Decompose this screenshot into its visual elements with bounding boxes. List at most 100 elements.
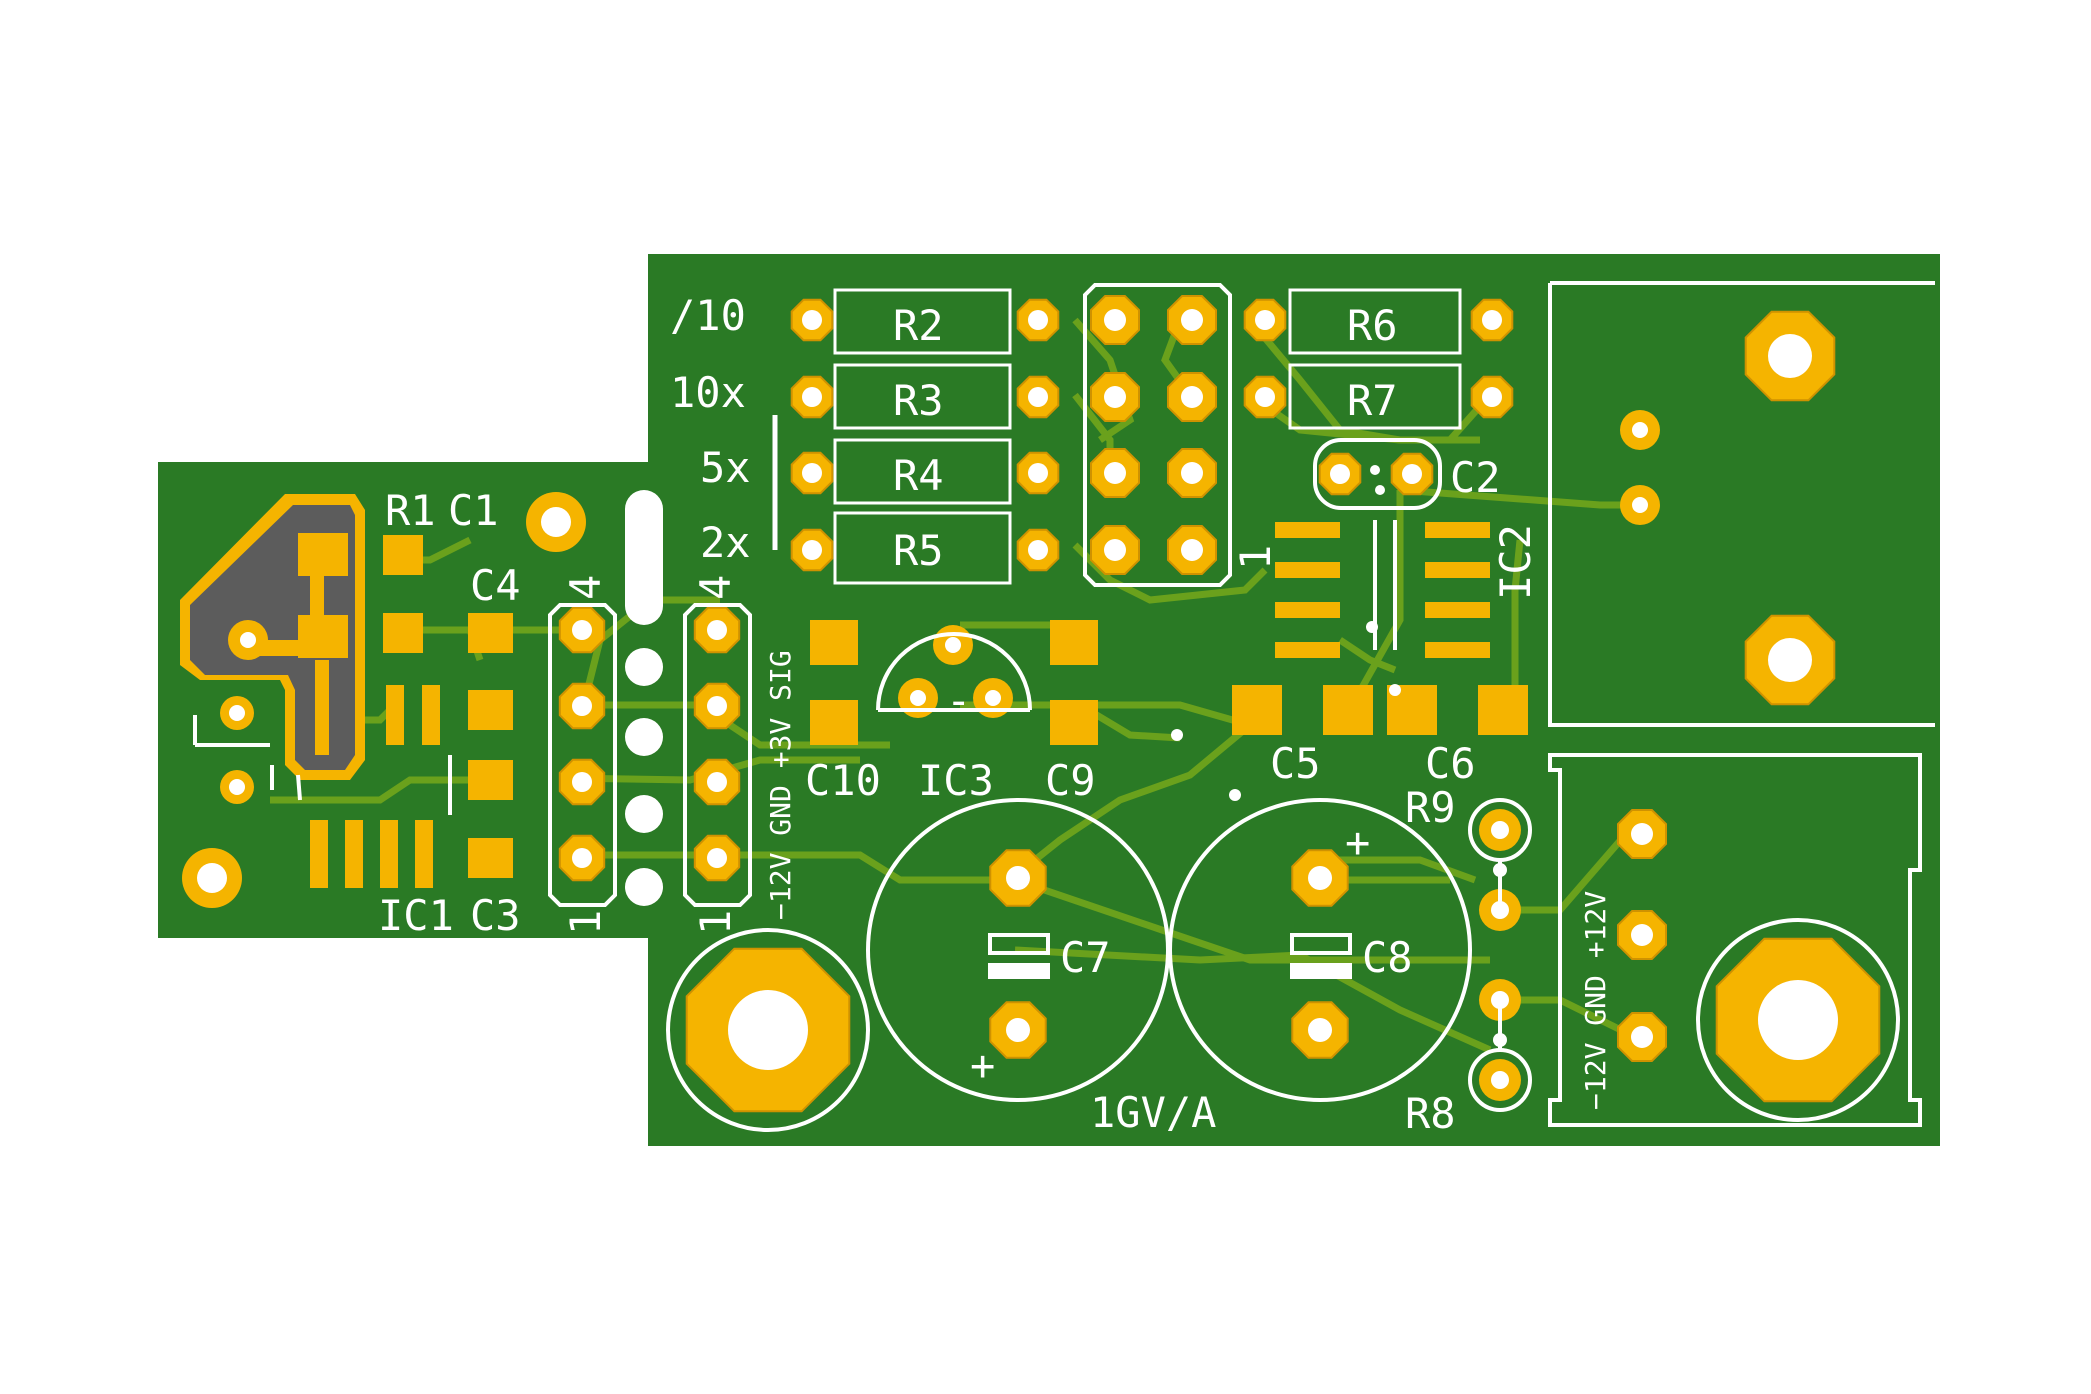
label-c7: C7	[1060, 933, 1111, 982]
smd-pad	[468, 613, 513, 653]
drill-hole	[197, 863, 227, 893]
drill-hole	[572, 772, 592, 792]
drill-hole	[1631, 924, 1653, 946]
ic-pin	[310, 820, 328, 888]
drill-hole	[541, 507, 571, 537]
drill-hole	[229, 705, 245, 721]
label-ic1: IC1	[378, 891, 454, 940]
drill-hole	[707, 848, 727, 868]
label-c10: C10	[805, 756, 881, 805]
drill-hole	[1768, 334, 1812, 378]
drill-hole	[1028, 540, 1048, 560]
silkscreen-text: R1 C1 C4 4 4 1 1 −12V GND +3V SIG IC1 C3…	[378, 291, 1612, 1138]
drill-hole	[802, 387, 822, 407]
smd-pad	[468, 760, 513, 800]
drill-hole	[572, 620, 592, 640]
drill-hole	[1631, 1026, 1653, 1048]
label-ic3: IC3	[918, 756, 994, 805]
label-r6: R6	[1347, 301, 1398, 350]
label-c6: C6	[1425, 739, 1476, 788]
drill-hole	[1028, 310, 1048, 330]
smd-pad	[468, 690, 513, 730]
drill-hole	[1632, 497, 1648, 513]
label-pin1-left: 1	[561, 910, 610, 935]
label-ic3-minus: -	[946, 676, 971, 725]
label-ic2-pin1: 1	[1231, 545, 1280, 570]
drill-hole	[1104, 539, 1126, 561]
label-r3: R3	[893, 376, 944, 425]
drill-hole	[1006, 866, 1030, 890]
smd-pad	[1050, 620, 1098, 665]
drill-hole	[1308, 1018, 1332, 1042]
ic-pin	[1275, 522, 1340, 538]
drill-hole	[802, 540, 822, 560]
drill-hole	[1181, 386, 1203, 408]
drill-hole	[1006, 1018, 1030, 1042]
drill-hole	[707, 620, 727, 640]
smd-pad	[810, 620, 858, 665]
ic-pin	[415, 820, 433, 888]
label-5x: 5x	[700, 443, 751, 492]
drill-hole	[572, 696, 592, 716]
label-ic2: IC2	[1491, 524, 1540, 600]
label-r8: R8	[1405, 1089, 1456, 1138]
smd-pad	[383, 535, 423, 575]
label-r2: R2	[893, 301, 944, 350]
smd-pad	[1232, 685, 1282, 735]
label-r5: R5	[893, 526, 944, 575]
drill-hole	[1402, 464, 1422, 484]
smd-pad	[468, 838, 513, 878]
drill-hole	[229, 779, 245, 795]
drill-hole	[1768, 638, 1812, 682]
drill-hole	[802, 463, 822, 483]
ic-pin	[1275, 642, 1340, 658]
label-pin4-left: 4	[561, 575, 610, 600]
label-c8-plus: +	[1345, 818, 1370, 867]
drill-hole	[1330, 464, 1350, 484]
drill-hole	[1482, 310, 1502, 330]
label-c5: C5	[1270, 739, 1321, 788]
label-r1: R1	[385, 486, 436, 535]
smd-pad	[1050, 700, 1098, 745]
ic-pin	[1275, 562, 1340, 578]
drill-hole	[728, 990, 808, 1070]
drill-hole	[1758, 980, 1838, 1060]
drill-hole	[1255, 310, 1275, 330]
drill-hole	[1491, 901, 1509, 919]
label-c8: C8	[1362, 933, 1413, 982]
drill-hole	[1491, 821, 1509, 839]
drill-hole	[1632, 422, 1648, 438]
drill-hole	[1181, 539, 1203, 561]
slots	[625, 490, 663, 906]
label-connector-pins: −12V GND +3V SIG	[764, 650, 797, 920]
label-c3: C3	[470, 891, 521, 940]
label-c4: C4	[470, 561, 521, 610]
ic-pin	[1275, 602, 1340, 618]
label-power-pins: −12V GND +12V	[1579, 891, 1612, 1110]
vias	[1171, 465, 1507, 1047]
label-2x: 2x	[700, 518, 751, 567]
drill-hole	[1104, 386, 1126, 408]
label-pin1-right: 1	[691, 910, 740, 935]
label-c7-plus: +	[970, 1041, 995, 1090]
label-r9: R9	[1405, 783, 1456, 832]
rf-zone	[180, 494, 365, 780]
label-10x: 10x	[670, 368, 746, 417]
drill-hole	[1181, 309, 1203, 331]
smd-pad	[1323, 685, 1373, 735]
ic-pin	[386, 685, 404, 745]
drill-hole	[1491, 1071, 1509, 1089]
drill-hole	[945, 637, 961, 653]
drill-hole	[707, 696, 727, 716]
ic-pin	[1425, 562, 1490, 578]
ic-pin	[1425, 602, 1490, 618]
ic-pin	[1425, 522, 1490, 538]
drill-hole	[1308, 866, 1332, 890]
label-div10: /10	[670, 291, 746, 340]
drill-hole	[1181, 462, 1203, 484]
drill-hole	[802, 310, 822, 330]
ic-pin	[380, 820, 398, 888]
label-r7: R7	[1347, 376, 1398, 425]
label-pin4-right: 4	[691, 575, 740, 600]
